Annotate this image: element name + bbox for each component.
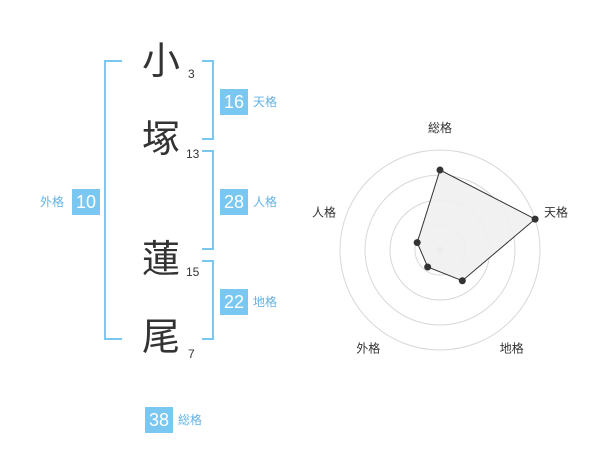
chikaku-bracket (202, 260, 214, 340)
name-char-4: 尾 (142, 315, 181, 359)
radar-axis-label: 地格 (500, 341, 524, 356)
name-char-3: 蓮 (142, 237, 181, 281)
soukaku-value: 38 (145, 407, 173, 433)
radar-axis-label: 外格 (356, 341, 380, 356)
jinkaku-label: 人格 (253, 195, 278, 209)
radar-point (413, 239, 421, 247)
outer-bracket (104, 60, 122, 340)
gaikaku-value: 10 (72, 189, 100, 215)
jinkaku-value: 28 (220, 189, 248, 215)
radar-point (458, 277, 466, 285)
radar-axis-label: 天格 (544, 204, 568, 219)
chikaku-label: 地格 (253, 295, 278, 309)
radar-axis-label: 総格 (428, 120, 452, 135)
name-char-1: 小 (142, 39, 181, 83)
soukaku-label: 総格 (178, 413, 203, 427)
tenkaku-value: 16 (220, 89, 248, 115)
radar-series-area (416, 169, 536, 282)
tenkaku-label: 天格 (253, 95, 278, 109)
radar-grid-ring (339, 149, 541, 351)
radar-point (531, 215, 539, 223)
jinkaku-bracket (202, 150, 214, 250)
gaikaku-label: 外格 (40, 195, 65, 209)
radar-point (424, 263, 432, 271)
stroke-count-2: 13 (186, 147, 200, 161)
tenkaku-bracket (202, 60, 214, 140)
radar-point (436, 166, 444, 174)
stroke-count-1: 3 (188, 67, 195, 81)
radar-axis-label: 人格 (312, 204, 336, 219)
stroke-count-3: 15 (186, 265, 200, 279)
stroke-count-4: 7 (188, 347, 195, 361)
chikaku-value: 22 (220, 289, 248, 315)
name-char-2: 塚 (142, 117, 181, 161)
